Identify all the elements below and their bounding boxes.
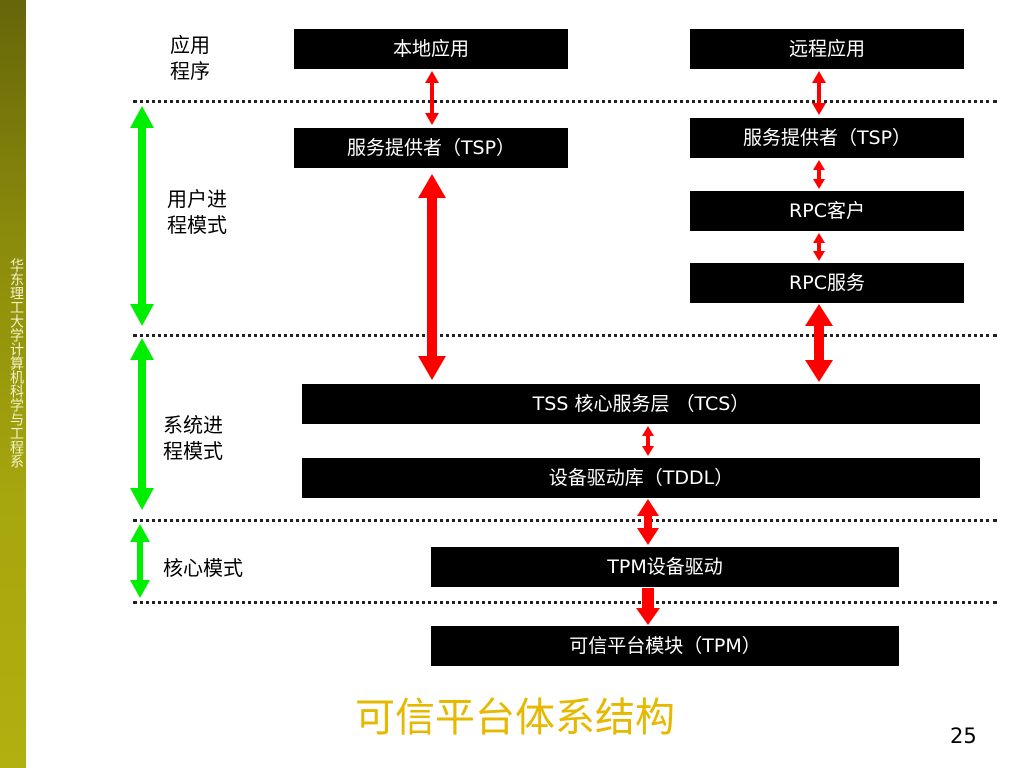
- box-local-app: 本地应用: [294, 29, 568, 69]
- box-remote-app: 远程应用: [690, 29, 964, 69]
- arrow-rpc-client-service: [813, 233, 825, 261]
- layer-label-app: 应用 程序: [170, 33, 210, 83]
- arrow-tpm-driver-tpm: [636, 588, 660, 625]
- box-tsp-local: 服务提供者（TSP）: [294, 128, 568, 168]
- separator-kernel-bottom: [133, 601, 997, 604]
- arrow-tsp-tcs: [418, 174, 446, 380]
- arrow-rpc-service-tcs: [805, 304, 833, 382]
- layer-label-system: 系统进 程模式: [163, 413, 223, 463]
- separator-app-user: [133, 100, 997, 103]
- arrow-tcs-tddl: [642, 426, 654, 456]
- slide-title: 可信平台体系结构: [355, 695, 675, 741]
- layer-span-system-arrow: [130, 338, 154, 510]
- arrow-local-app-tsp: [425, 71, 439, 125]
- bidirectional-arrows: [418, 71, 833, 625]
- box-tpm: 可信平台模块（TPM）: [431, 626, 899, 666]
- arrow-tsp-rpc-client: [813, 160, 825, 189]
- arrow-remote-app-tsp: [812, 71, 826, 115]
- layer-span-kernel-arrow: [130, 524, 150, 598]
- separator-system-kernel: [133, 519, 997, 522]
- layer-span-arrows: [130, 106, 154, 598]
- sidebar: 华东理工大学计算机科学与工程系: [0, 0, 26, 768]
- box-rpc-client: RPC客户: [690, 191, 964, 231]
- layer-label-user: 用户进 程模式: [167, 187, 227, 237]
- box-tpm-driver: TPM设备驱动: [431, 547, 899, 587]
- arrow-tddl-tpm-driver: [637, 499, 659, 545]
- layer-label-kernel: 核心模式: [163, 556, 243, 580]
- sidebar-text: 华东理工大学计算机科学与工程系: [8, 258, 24, 468]
- box-rpc-service: RPC服务: [690, 263, 964, 303]
- page-number: 25: [950, 724, 977, 748]
- separator-user-system: [133, 334, 997, 337]
- layer-span-user-arrow: [130, 106, 154, 326]
- box-tcs: TSS 核心服务层 （TCS）: [302, 384, 980, 424]
- box-tddl: 设备驱动库（TDDL）: [302, 458, 980, 498]
- box-tsp-remote: 服务提供者（TSP）: [690, 118, 964, 158]
